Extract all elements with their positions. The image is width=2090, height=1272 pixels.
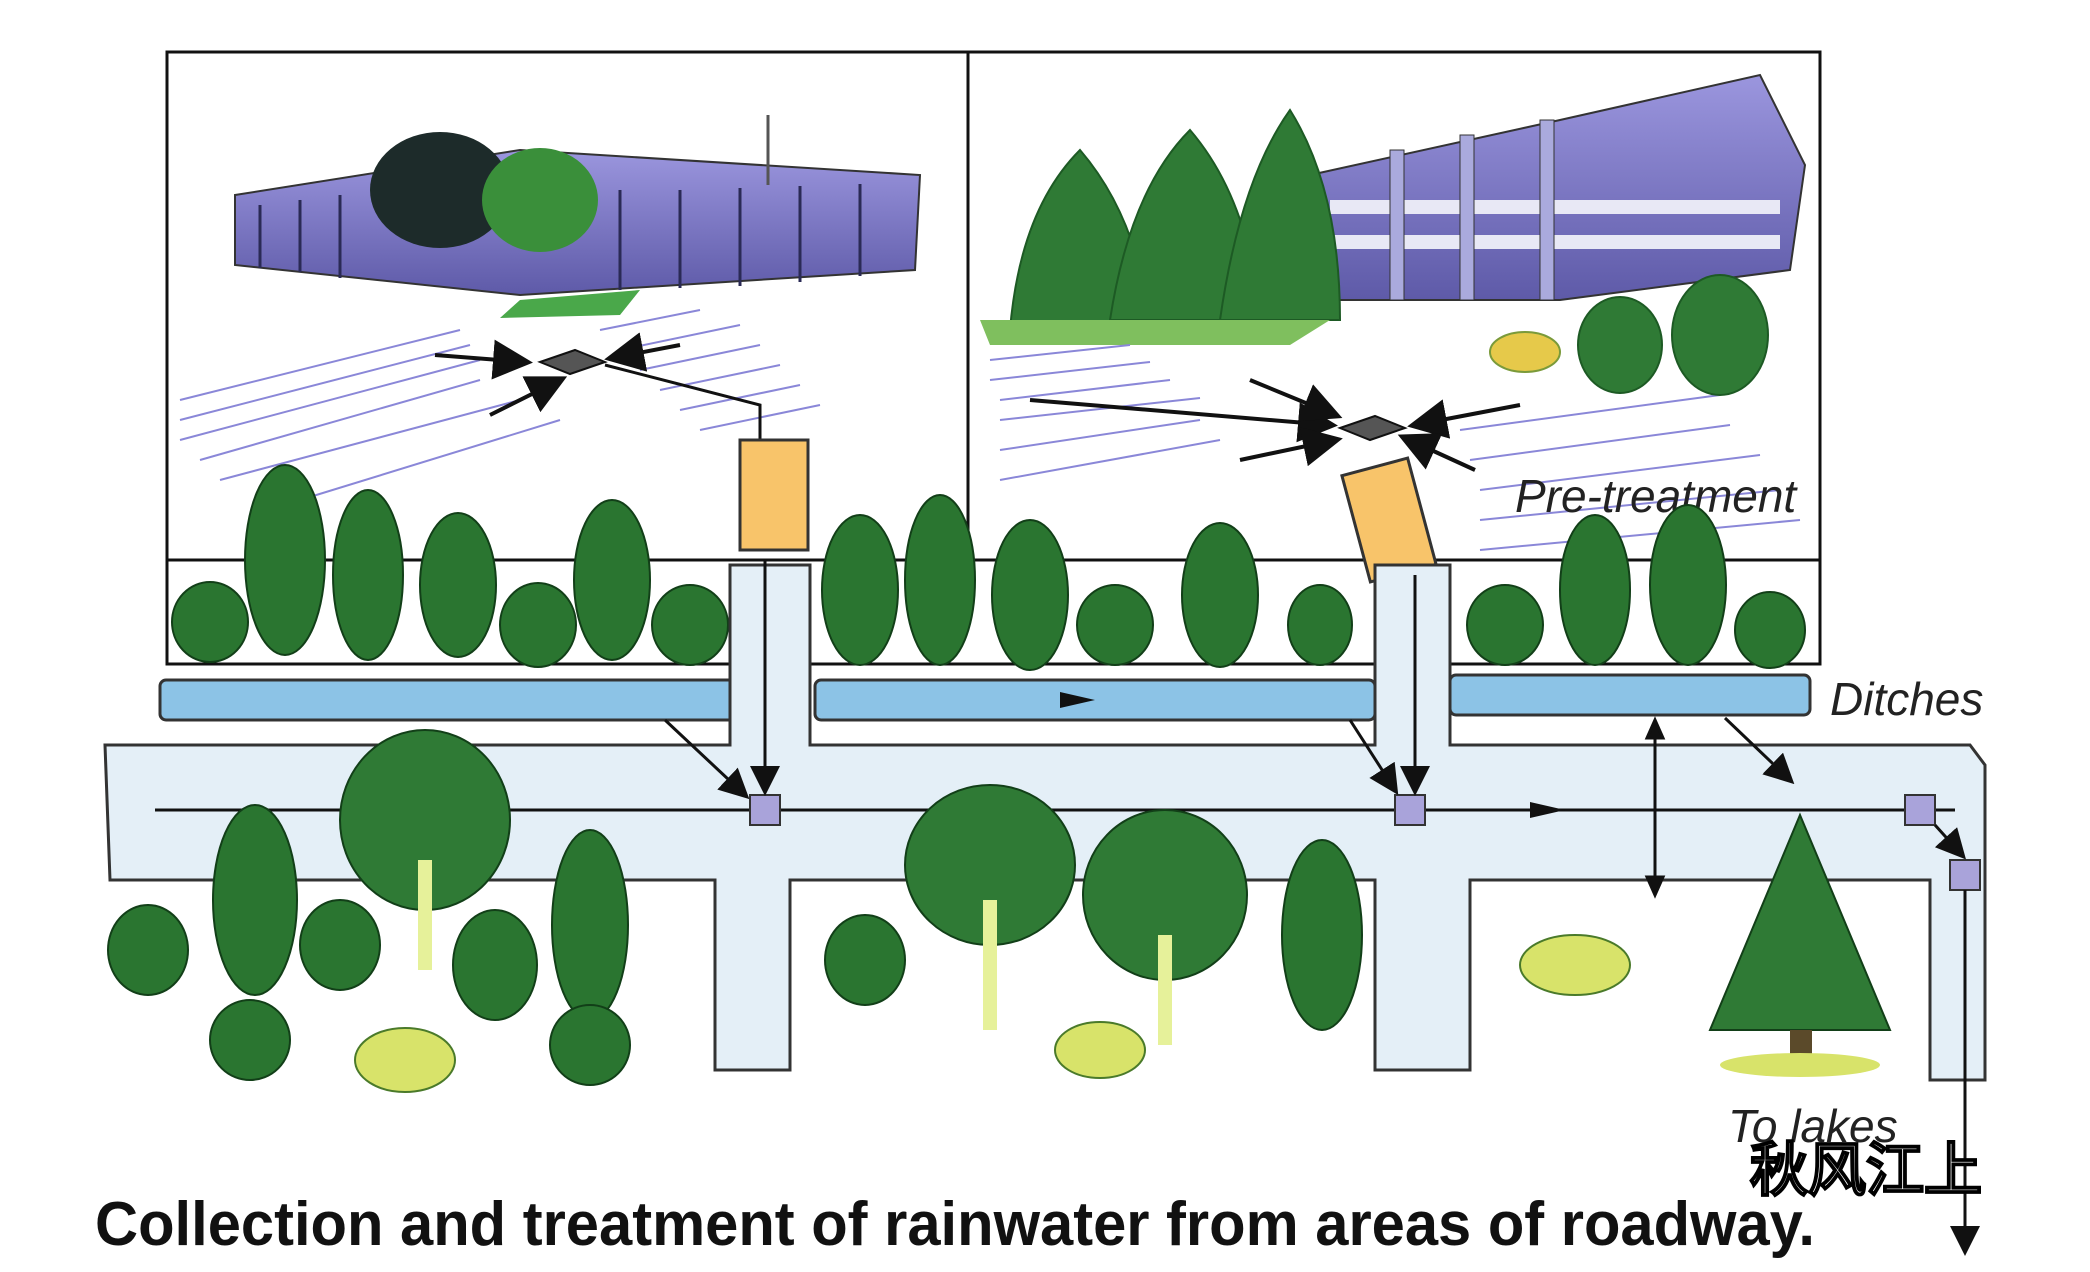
- ditch: [160, 675, 1810, 720]
- diagram-caption: Collection and treatment of rainwater fr…: [95, 1190, 1815, 1259]
- ditches-label: Ditches: [1830, 673, 1983, 725]
- pretreatment-label: Pre-treatment: [1515, 470, 1798, 522]
